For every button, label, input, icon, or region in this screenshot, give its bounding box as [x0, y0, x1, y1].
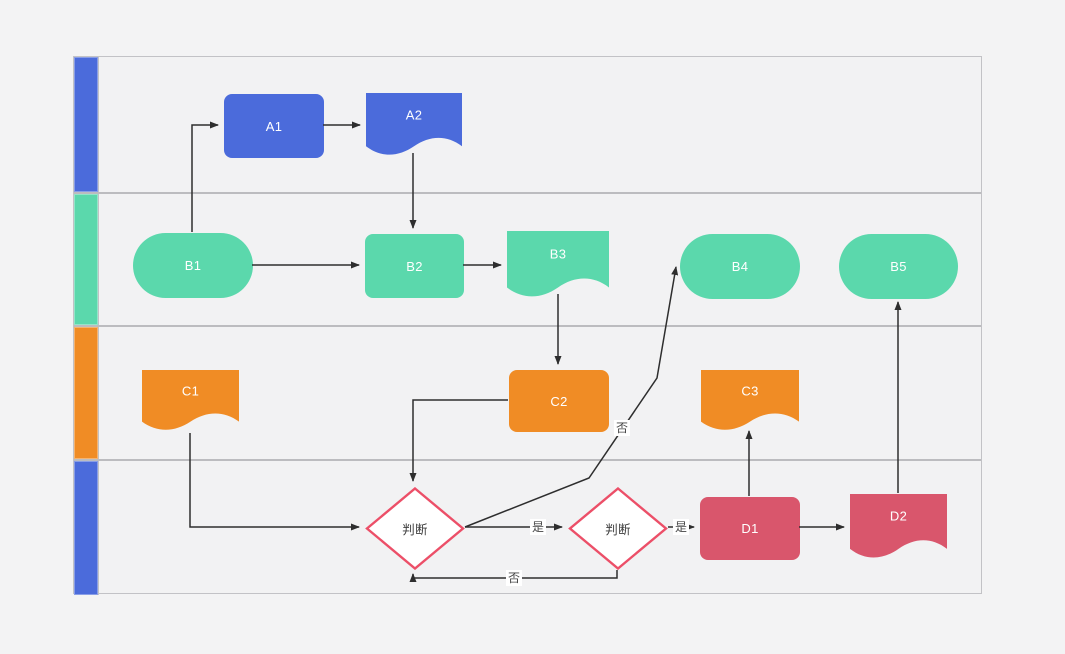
lane-1-color-bar[interactable] — [74, 57, 99, 192]
node-C1[interactable]: C1 — [142, 370, 239, 434]
node-label-B3: B3 — [549, 246, 567, 262]
node-J1[interactable]: 判断 — [365, 487, 465, 570]
document-shape — [366, 93, 462, 155]
node-B2[interactable]: B2 — [365, 234, 464, 298]
node-label-B4: B4 — [731, 259, 749, 274]
node-label-B1: B1 — [184, 258, 202, 273]
document-shape — [850, 494, 947, 558]
edge-label-J2-D1[interactable]: 是 — [672, 519, 690, 535]
node-label-D1: D1 — [741, 521, 759, 536]
node-label-B2: B2 — [406, 258, 423, 274]
node-A2[interactable]: A2 — [366, 93, 462, 159]
node-J2[interactable]: 判断 — [568, 487, 668, 570]
node-D1[interactable]: D1 — [700, 497, 800, 560]
lane-2 — [74, 192, 981, 325]
node-B3[interactable]: B3 — [507, 231, 609, 301]
node-label-C2: C2 — [550, 393, 568, 409]
edge-label-J1-B4[interactable]: 否 — [613, 420, 631, 436]
lane-3-color-bar[interactable] — [74, 327, 99, 459]
node-label-B5: B5 — [890, 259, 907, 274]
document-shape — [142, 370, 239, 430]
edge-label-J2-J1[interactable]: 否 — [505, 570, 523, 586]
node-label-J1: 判断 — [402, 523, 428, 537]
node-B4[interactable]: B4 — [680, 234, 800, 299]
edge-J1-B4[interactable] — [464, 266, 679, 528]
document-shape — [701, 370, 799, 430]
document-shape — [507, 231, 609, 297]
node-label-C1: C1 — [181, 383, 200, 399]
lane-3 — [74, 325, 981, 459]
node-C2[interactable]: C2 — [509, 370, 609, 432]
node-label-J2: 判断 — [605, 523, 631, 537]
edge-label-J1-J2[interactable]: 是 — [529, 519, 547, 535]
node-label-D2: D2 — [889, 508, 908, 524]
diamond-shape — [365, 487, 465, 570]
node-C3[interactable]: C3 — [701, 370, 799, 434]
node-B1[interactable]: B1 — [133, 233, 253, 298]
node-B5[interactable]: B5 — [839, 234, 958, 299]
node-D2[interactable]: D2 — [850, 494, 947, 562]
edge-C2-J1[interactable] — [409, 399, 508, 482]
lane-1 — [74, 57, 981, 192]
node-label-A2: A2 — [405, 107, 423, 123]
edge-C1-J1[interactable] — [189, 433, 360, 531]
lane-4 — [74, 459, 981, 595]
node-label-A1: A1 — [265, 118, 283, 134]
node-label-C3: C3 — [741, 383, 759, 399]
edge-B1-A1[interactable] — [191, 121, 219, 232]
lane-2-color-bar[interactable] — [74, 194, 99, 325]
node-A1[interactable]: A1 — [224, 94, 324, 158]
lane-4-color-bar[interactable] — [74, 461, 99, 595]
diamond-shape — [568, 487, 668, 570]
